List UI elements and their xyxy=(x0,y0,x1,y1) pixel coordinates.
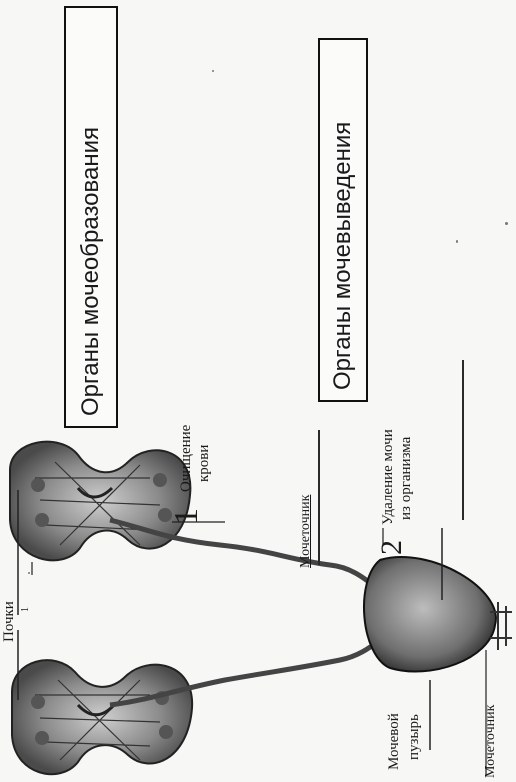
kidneys-label: Почки xyxy=(1,601,18,642)
ureter-top xyxy=(110,520,395,600)
step1-number: 1 xyxy=(168,508,206,525)
step1-text-line2: крови xyxy=(196,445,213,482)
scan-speck xyxy=(456,240,458,243)
kidney-top xyxy=(10,442,190,561)
formation-divider xyxy=(318,430,320,565)
kidney-bottom xyxy=(12,660,192,774)
step1-text-line1: Очищение xyxy=(178,425,195,492)
ureter-right-label: Мочеточник xyxy=(298,495,314,568)
ureter-bottom-label: Мочеточник xyxy=(483,705,499,778)
bladder-label-line2: пузырь xyxy=(406,714,423,760)
step2-text-line1: Удаление мочи xyxy=(380,429,397,525)
scan-speck xyxy=(505,222,508,225)
step2-number: 2 xyxy=(375,540,409,555)
bladder xyxy=(364,557,512,671)
bladder-label-line1: Мочевой xyxy=(386,713,403,770)
scan-speck xyxy=(28,572,30,574)
kidneys-marker: 1 xyxy=(20,607,31,612)
step2-text-line2: из организма xyxy=(398,437,415,520)
scan-speck xyxy=(212,70,214,72)
excretion-divider xyxy=(462,360,464,520)
